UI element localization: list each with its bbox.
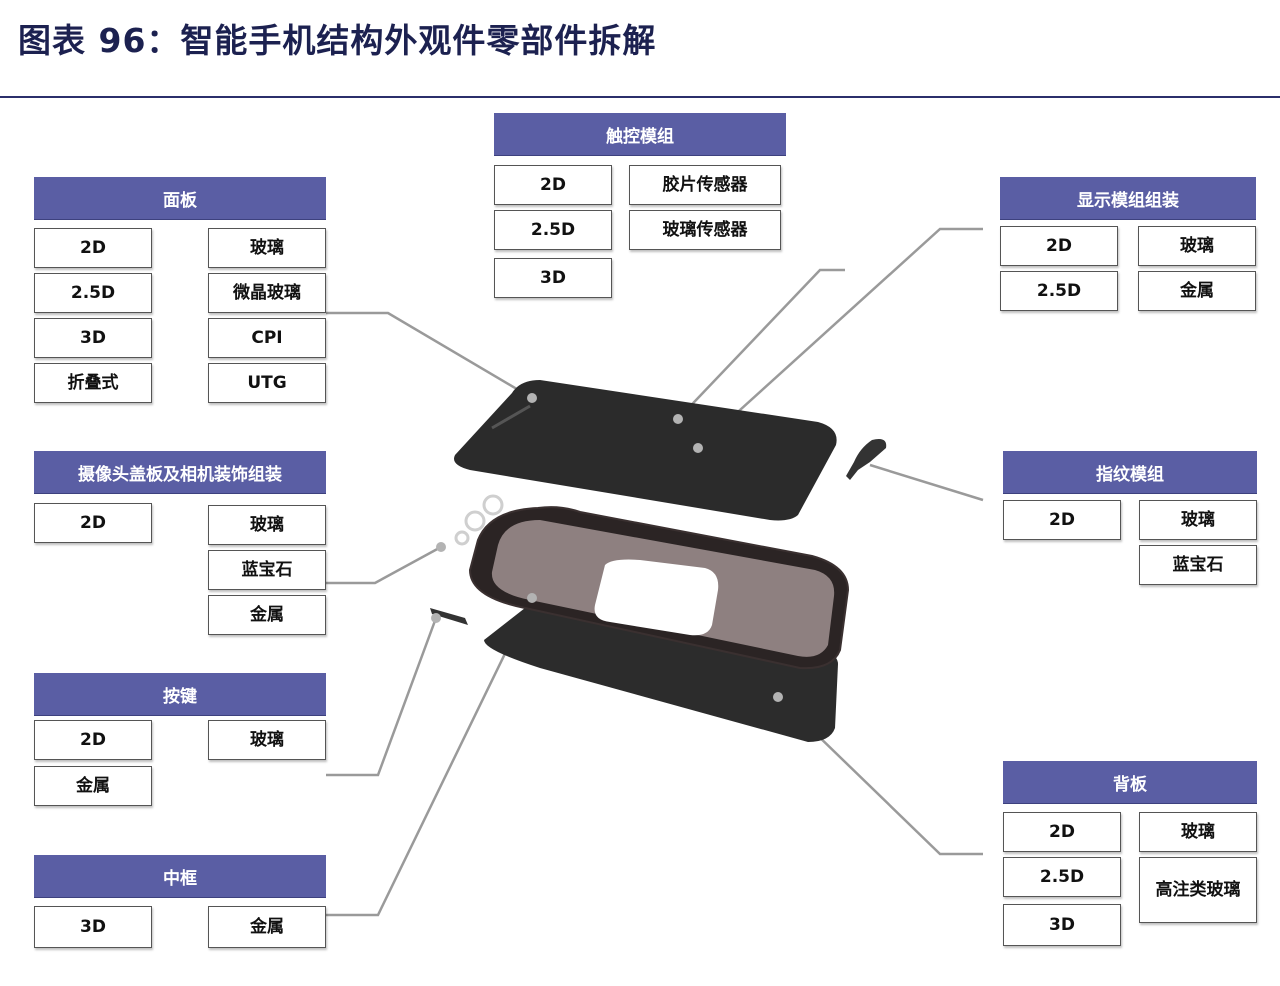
touch-item-3d: 3D xyxy=(494,258,612,298)
camera-item-metal: 金属 xyxy=(208,595,326,635)
touch-item-2-5d: 2.5D xyxy=(494,210,612,250)
leader-line-back xyxy=(777,696,983,856)
camera-lens-ring-1 xyxy=(482,494,504,516)
camera-cover-header: 摄像头盖板及相机装饰组装 xyxy=(34,451,326,493)
back-item-2d: 2D xyxy=(1003,812,1121,852)
panel-item-microcrystal-glass: 微晶玻璃 xyxy=(208,273,326,313)
camera-item-sapphire: 蓝宝石 xyxy=(208,550,326,590)
point-panel xyxy=(527,393,537,403)
point-display xyxy=(693,443,703,453)
panel-item-utg: UTG xyxy=(208,363,326,403)
camera-lens-ring-3 xyxy=(454,530,470,546)
middle-frame-header: 中框 xyxy=(34,855,326,897)
touch-item-2d: 2D xyxy=(494,165,612,205)
back-cover-header: 背板 xyxy=(1003,761,1257,803)
panel-item-3d: 3D xyxy=(34,318,152,358)
button-item-2d: 2D xyxy=(34,720,152,760)
fingerprint-item-glass: 玻璃 xyxy=(1139,500,1257,540)
point-button xyxy=(431,613,441,623)
back-item-high-glass: 高注类玻璃 xyxy=(1139,857,1257,923)
display-item-glass: 玻璃 xyxy=(1138,226,1256,266)
display-module-header: 显示模组组装 xyxy=(1000,177,1256,219)
point-touch xyxy=(673,414,683,424)
leader-line-frame xyxy=(326,597,534,917)
fingerprint-item-sapphire: 蓝宝石 xyxy=(1139,545,1257,585)
panel-earpiece-slot xyxy=(491,404,531,430)
leader-line-button xyxy=(326,617,438,777)
fingerprint-module-header: 指纹模组 xyxy=(1003,451,1257,493)
fingerprint-module-part xyxy=(846,439,887,480)
point-camera xyxy=(436,542,446,552)
panel-header: 面板 xyxy=(34,177,326,219)
back-item-2-5d: 2.5D xyxy=(1003,857,1121,897)
leader-line-touch xyxy=(677,268,845,420)
leader-line-panel xyxy=(326,311,533,400)
point-frame xyxy=(527,593,537,603)
frame-item-3d: 3D xyxy=(34,906,152,948)
touch-item-film-sensor: 胶片传感器 xyxy=(629,165,781,205)
point-back xyxy=(773,692,783,702)
frame-item-metal: 金属 xyxy=(208,906,326,948)
side-button-part xyxy=(430,608,468,625)
touch-item-glass-sensor: 玻璃传感器 xyxy=(629,210,781,250)
touch-module-header: 触控模组 xyxy=(494,113,786,155)
display-item-2-5d: 2.5D xyxy=(1000,271,1118,311)
leader-line-fingerprint xyxy=(869,463,984,502)
display-item-2d: 2D xyxy=(1000,226,1118,266)
back-item-glass: 玻璃 xyxy=(1139,812,1257,852)
figure-title: 图表 96：智能手机结构外观件零部件拆解 xyxy=(18,21,657,60)
display-panel xyxy=(454,380,837,521)
leader-line-camera xyxy=(326,545,442,585)
panel-item-glass: 玻璃 xyxy=(208,228,326,268)
button-item-glass: 玻璃 xyxy=(208,720,326,760)
title-divider xyxy=(0,96,1280,98)
leader-line-display xyxy=(697,227,983,449)
button-item-metal: 金属 xyxy=(34,766,152,806)
back-item-3d: 3D xyxy=(1003,904,1121,946)
camera-item-glass: 玻璃 xyxy=(208,505,326,545)
camera-item-2d: 2D xyxy=(34,503,152,543)
button-header: 按键 xyxy=(34,673,326,715)
panel-item-2-5d: 2.5D xyxy=(34,273,152,313)
display-item-metal: 金属 xyxy=(1138,271,1256,311)
frame-cutout xyxy=(594,559,719,636)
fingerprint-item-2d: 2D xyxy=(1003,500,1121,540)
panel-item-cpi: CPI xyxy=(208,318,326,358)
panel-item-foldable: 折叠式 xyxy=(34,363,152,403)
panel-item-2d: 2D xyxy=(34,228,152,268)
camera-lens-ring-2 xyxy=(464,510,486,532)
